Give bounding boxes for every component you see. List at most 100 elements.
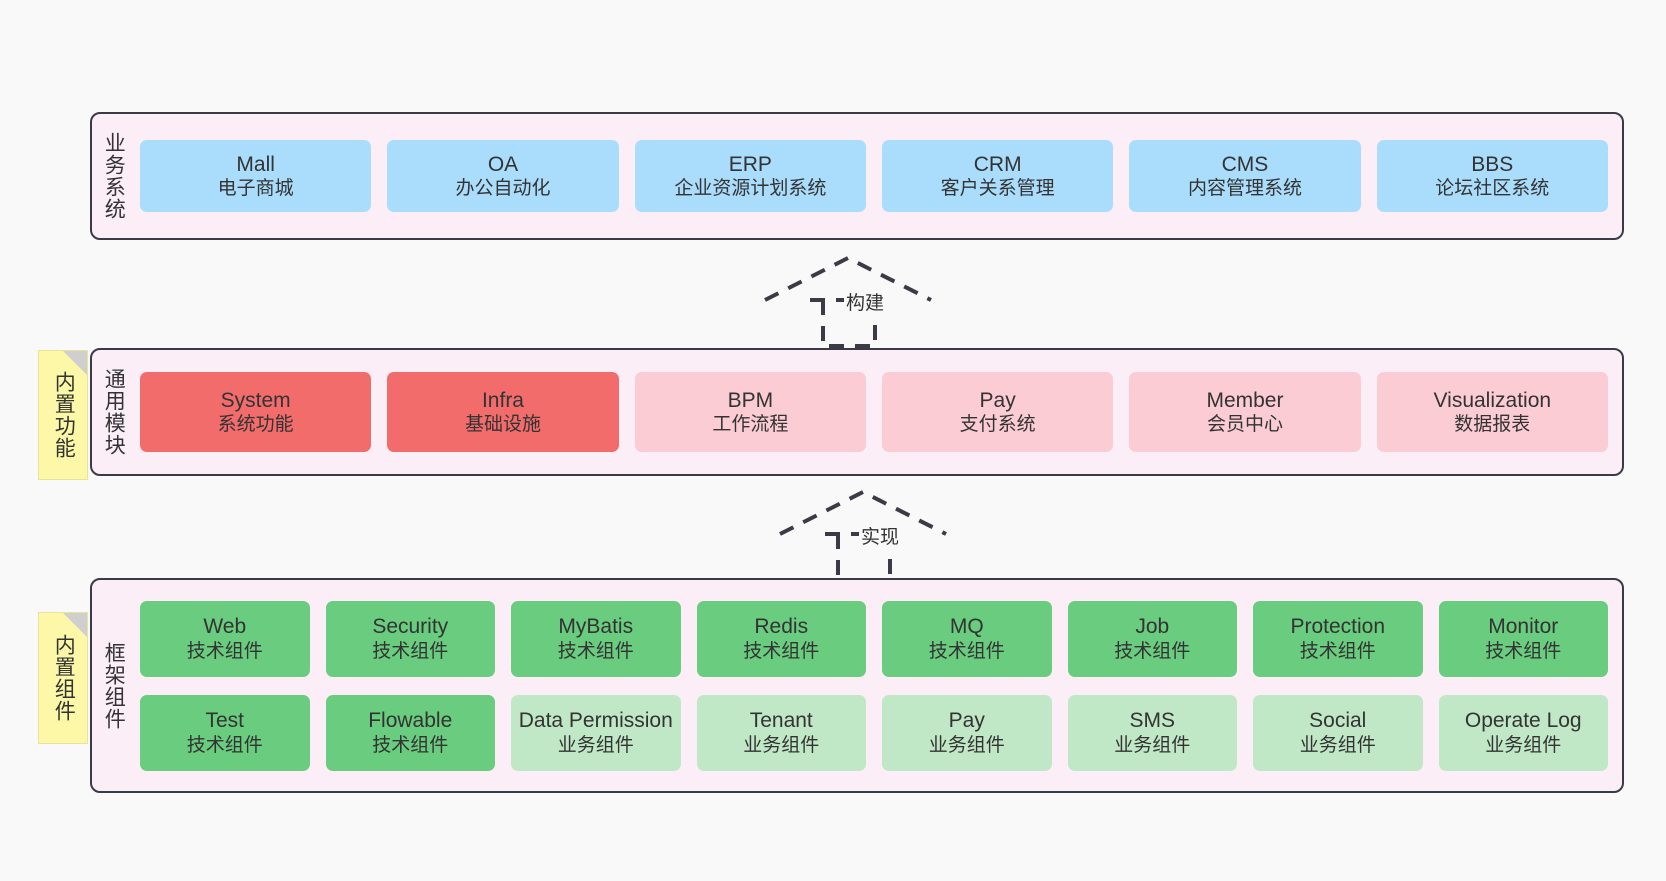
module-title: Flowable [368, 709, 453, 733]
layer-row: System 系统功能 Infra 基础设施 BPM 工作流程 Pay 支付系统… [140, 372, 1608, 452]
layer-label-framework-components: 框架组件 [102, 641, 126, 730]
module-box-member[interactable]: Member 会员中心 [1129, 372, 1361, 452]
module-title: MQ [949, 615, 984, 639]
note-fold-corner-icon [63, 351, 87, 375]
note-fold-corner-icon [63, 613, 87, 637]
module-title: Pay [979, 388, 1016, 412]
module-subtitle: 技术组件 [1114, 640, 1191, 662]
module-title: MyBatis [558, 615, 634, 639]
module-box-operate-log[interactable]: Operate Log 业务组件 [1438, 694, 1608, 771]
module-title: OA [487, 152, 519, 176]
module-box-tenant[interactable]: Tenant 业务组件 [696, 694, 866, 771]
module-box-oa[interactable]: OA 办公自动化 [387, 140, 619, 212]
module-title: Monitor [1488, 615, 1559, 639]
connector-label-realize: 实现 [859, 522, 902, 549]
arrow-hollow-triangle-icon [764, 255, 932, 302]
module-box-protection[interactable]: Protection 技术组件 [1253, 600, 1423, 677]
note-builtin-components: 内置组件 [38, 612, 88, 744]
layer-common-modules: 通用模块 System 系统功能 Infra 基础设施 BPM 工作流程 Pay… [90, 348, 1624, 476]
module-box-crm[interactable]: CRM 客户关系管理 [881, 140, 1114, 212]
module-subtitle: 基础设施 [464, 414, 541, 436]
module-subtitle: 技术组件 [1299, 640, 1376, 662]
module-subtitle: 数据报表 [1454, 414, 1531, 436]
module-title: SMS [1129, 709, 1175, 733]
module-title: Social [1309, 709, 1367, 733]
module-box-data-permission[interactable]: Data Permission 业务组件 [511, 694, 681, 771]
module-title: Pay [948, 709, 985, 733]
module-subtitle: 电子商城 [217, 178, 294, 200]
module-subtitle: 技术组件 [743, 640, 820, 662]
module-box-web[interactable]: Web 技术组件 [140, 600, 310, 677]
module-subtitle: 客户关系管理 [940, 178, 1055, 200]
module-title: Test [205, 709, 244, 733]
module-box-erp[interactable]: ERP 企业资源计划系统 [634, 140, 866, 212]
arrow-hollow-triangle-icon [779, 489, 947, 536]
module-box-flowable[interactable]: Flowable 技术组件 [325, 694, 495, 771]
module-title: Data Permission [518, 709, 673, 733]
module-subtitle: 技术组件 [186, 734, 263, 756]
module-title: BBS [1471, 152, 1514, 176]
module-subtitle: 业务组件 [1114, 734, 1191, 756]
module-subtitle: 业务组件 [1299, 734, 1376, 756]
module-title: Visualization [1433, 388, 1552, 412]
module-box-redis[interactable]: Redis 技术组件 [696, 600, 866, 677]
module-box-bbs[interactable]: BBS 论坛社区系统 [1376, 140, 1608, 212]
module-box-job[interactable]: Job 技术组件 [1067, 600, 1237, 677]
layer-label-business-system: 业务系统 [102, 132, 126, 220]
module-subtitle: 业务组件 [1485, 734, 1562, 756]
module-title: CRM [973, 152, 1022, 176]
module-title: BPM [727, 388, 774, 412]
connector-realize: 实现 [775, 486, 955, 586]
module-subtitle: 业务组件 [743, 734, 820, 756]
module-box-infra[interactable]: Infra 基础设施 [387, 372, 619, 452]
layer-body-common-modules: System 系统功能 Infra 基础设施 BPM 工作流程 Pay 支付系统… [134, 350, 1622, 474]
module-box-sms[interactable]: SMS 业务组件 [1067, 694, 1237, 771]
module-box-social[interactable]: Social 业务组件 [1253, 694, 1423, 771]
module-box-pay[interactable]: Pay 支付系统 [881, 372, 1114, 452]
layer-row: Mall 电子商城 OA 办公自动化 ERP 企业资源计划系统 CRM 客户关系… [140, 140, 1608, 212]
module-subtitle: 论坛社区系统 [1435, 178, 1550, 200]
layer-framework-components: 框架组件 Web 技术组件 Security 技术组件 MyBatis 技术组件… [90, 578, 1624, 793]
module-box-mq[interactable]: MQ 技术组件 [882, 600, 1052, 677]
module-title: CMS [1221, 152, 1269, 176]
module-title: Member [1206, 388, 1284, 412]
module-title: Mall [236, 152, 275, 176]
module-subtitle: 技术组件 [372, 734, 449, 756]
module-box-system[interactable]: System 系统功能 [140, 372, 372, 452]
module-box-security[interactable]: Security 技术组件 [325, 600, 495, 677]
module-box-mall[interactable]: Mall 电子商城 [140, 140, 372, 212]
module-box-monitor[interactable]: Monitor 技术组件 [1438, 600, 1608, 677]
module-box-mybatis[interactable]: MyBatis 技术组件 [511, 600, 681, 677]
module-title: System [220, 388, 291, 412]
layer-body-framework-components: Web 技术组件 Security 技术组件 MyBatis 技术组件 Redi… [134, 580, 1622, 791]
layer-body-business-system: Mall 电子商城 OA 办公自动化 ERP 企业资源计划系统 CRM 客户关系… [134, 114, 1622, 238]
module-title: ERP [728, 152, 772, 176]
module-title: Redis [754, 615, 809, 639]
connector-build: 构建 [760, 252, 940, 352]
module-subtitle: 技术组件 [1485, 640, 1562, 662]
module-box-visualization[interactable]: Visualization 数据报表 [1376, 372, 1608, 452]
module-subtitle: 技术组件 [372, 640, 449, 662]
layer-row: Test 技术组件 Flowable 技术组件 Data Permission … [140, 694, 1608, 771]
module-box-pay-component[interactable]: Pay 业务组件 [882, 694, 1052, 771]
module-box-test[interactable]: Test 技术组件 [140, 694, 310, 771]
module-box-cms[interactable]: CMS 内容管理系统 [1129, 140, 1361, 212]
module-box-bpm[interactable]: BPM 工作流程 [634, 372, 866, 452]
module-subtitle: 技术组件 [557, 640, 634, 662]
module-title: Infra [481, 388, 524, 412]
layer-label-common-modules: 通用模块 [102, 368, 126, 456]
module-subtitle: 技术组件 [186, 640, 263, 662]
layer-business-system: 业务系统 Mall 电子商城 OA 办公自动化 ERP 企业资源计划系统 CRM… [90, 112, 1624, 240]
connector-label-build: 构建 [844, 288, 887, 315]
module-title: Protection [1290, 615, 1386, 639]
module-subtitle: 企业资源计划系统 [674, 178, 827, 200]
module-subtitle: 业务组件 [557, 734, 634, 756]
module-title: Security [372, 615, 449, 639]
note-builtin-functions: 内置功能 [38, 350, 88, 480]
module-subtitle: 支付系统 [959, 414, 1036, 436]
layer-row: Web 技术组件 Security 技术组件 MyBatis 技术组件 Redi… [140, 600, 1608, 677]
module-subtitle: 技术组件 [928, 640, 1005, 662]
module-title: Operate Log [1464, 709, 1582, 733]
module-subtitle: 工作流程 [712, 414, 789, 436]
